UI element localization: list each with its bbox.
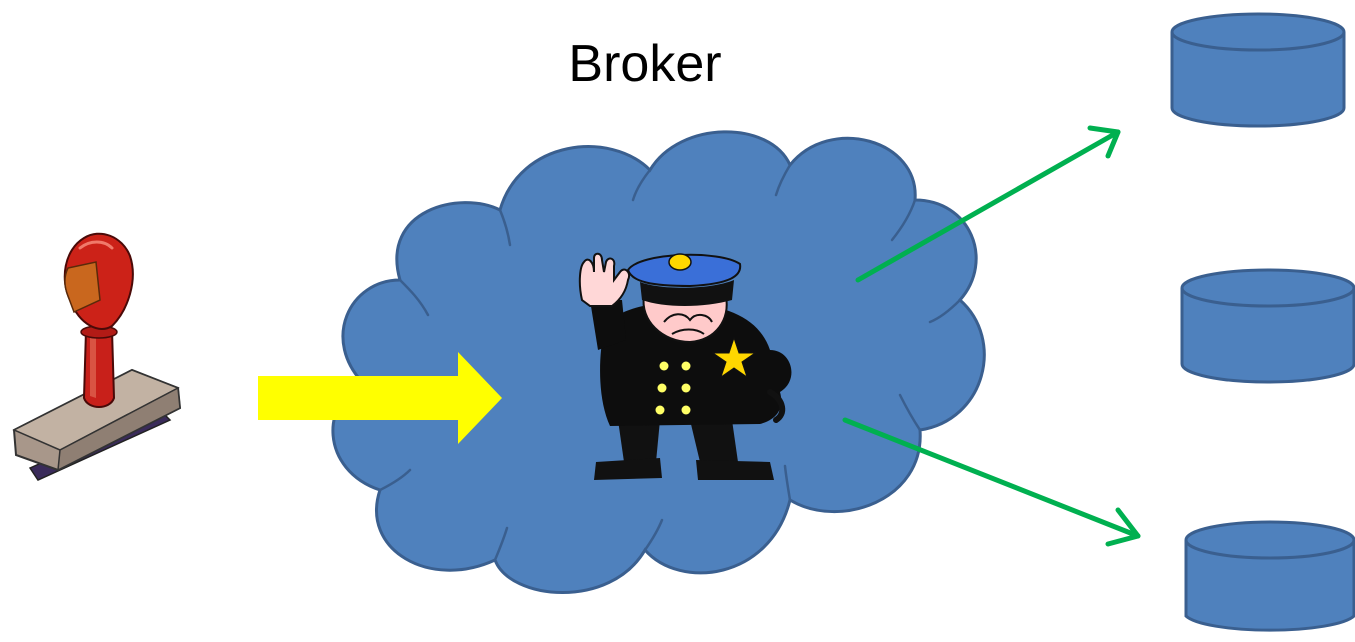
police-officer-icon: [578, 252, 792, 480]
rubber-stamp-icon: [12, 232, 182, 481]
output-arrow-top: [855, 125, 1121, 283]
database-middle: [1180, 268, 1355, 384]
database-bottom: [1184, 520, 1355, 632]
input-arrow: [258, 352, 502, 444]
diagram-title: Broker: [568, 35, 722, 93]
output-arrow-bottom: [842, 417, 1141, 547]
database-top: [1170, 12, 1346, 128]
